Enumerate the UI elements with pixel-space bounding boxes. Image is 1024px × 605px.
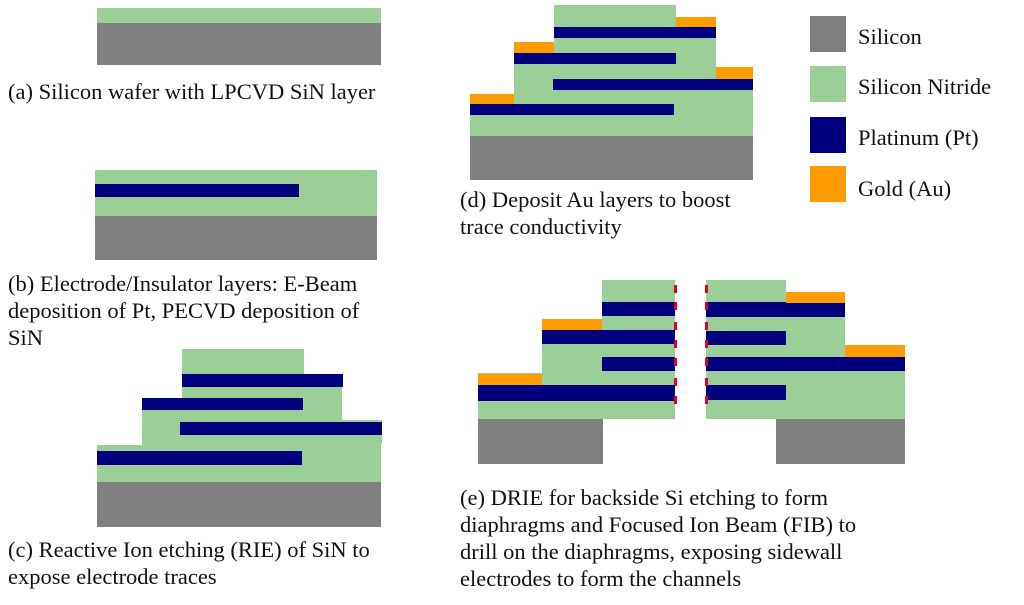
pt-electrode-2 <box>142 398 303 410</box>
pt-electrode-2 <box>514 53 676 64</box>
pt-electrode-4 <box>470 104 674 115</box>
fib-mark-right-7 <box>705 396 708 404</box>
pt-electrode-3 <box>180 422 382 435</box>
panel-a-cross-section <box>97 8 381 65</box>
panel-e-cross-section <box>478 280 905 464</box>
right-pt-1 <box>706 302 845 317</box>
silicon-wafer <box>470 136 753 180</box>
right-au-pad-1 <box>786 292 845 303</box>
fib-mark-left-6 <box>674 378 677 386</box>
legend-swatch-silicon <box>810 16 846 52</box>
left-au-pad-2 <box>478 374 542 385</box>
left-sin-step-1 <box>602 280 675 303</box>
fib-mark-right-2 <box>705 302 708 310</box>
fib-mark-right-5 <box>705 358 708 366</box>
right-au-pad-2 <box>845 345 905 357</box>
fib-mark-right-6 <box>705 378 708 386</box>
sin-layer <box>97 8 381 23</box>
fib-mark-left-4 <box>674 340 677 348</box>
au-pad-4 <box>470 94 514 104</box>
legend-swatch-gold <box>810 166 846 202</box>
fib-mark-left-2 <box>674 302 677 310</box>
pt-electrode-4 <box>97 451 302 465</box>
fib-mark-left-5 <box>674 358 677 366</box>
left-pt-3 <box>602 357 675 371</box>
panel-c-cross-section <box>97 349 382 527</box>
right-pt-3 <box>706 357 905 371</box>
fib-mark-left-7 <box>674 396 677 404</box>
caption-d: (d) Deposit Au layers to boost trace con… <box>460 187 731 239</box>
legend-swatches <box>810 16 846 202</box>
pt-electrode-1 <box>182 374 343 387</box>
fib-mark-right-1 <box>705 285 708 293</box>
au-pad-3 <box>716 67 753 79</box>
legend-label-platinum: Platinum (Pt) <box>858 125 979 150</box>
legend-label-silicon: Silicon <box>858 24 922 49</box>
panel-b-cross-section <box>95 170 377 260</box>
fib-mark-left-1 <box>674 285 677 293</box>
pt-electrode-1 <box>554 27 716 38</box>
left-au-pad-1 <box>542 319 602 330</box>
right-silicon <box>776 419 905 464</box>
fib-mark-right-3 <box>705 322 708 330</box>
au-pad-2 <box>514 42 554 53</box>
silicon-wafer <box>97 482 381 527</box>
sin-step-1 <box>182 349 304 376</box>
caption-c: (c) Reactive Ion etching (RIE) of SiN to… <box>8 537 370 589</box>
au-pad-1 <box>676 17 716 27</box>
legend-swatch-silicon-nitride <box>810 66 846 102</box>
legend-swatch-platinum <box>810 117 846 153</box>
fib-mark-right-4 <box>705 340 708 348</box>
panel-d-cross-section <box>470 5 753 180</box>
caption-b: (b) Electrode/Insulator layers: E-Beam d… <box>8 271 360 350</box>
sin-step-1 <box>554 5 676 31</box>
left-pt-1 <box>602 302 675 316</box>
right-pt-2 <box>706 331 786 345</box>
caption-a: (a) Silicon wafer with LPCVD SiN layer <box>8 79 376 104</box>
pt-electrode <box>95 184 299 197</box>
legend-label-gold: Gold (Au) <box>858 176 952 201</box>
caption-e: (e) DRIE for backside Si etching to form… <box>460 485 857 591</box>
silicon-wafer <box>97 23 381 65</box>
right-sin-step-1 <box>706 280 786 303</box>
legend-label-silicon-nitride: Silicon Nitride <box>858 74 992 99</box>
left-pt-2 <box>542 330 675 344</box>
left-silicon <box>478 419 603 464</box>
right-pt-4 <box>706 385 786 400</box>
left-pt-4 <box>478 385 675 401</box>
fib-mark-left-3 <box>674 322 677 330</box>
pt-electrode-3 <box>553 79 753 90</box>
silicon-wafer <box>95 216 377 260</box>
